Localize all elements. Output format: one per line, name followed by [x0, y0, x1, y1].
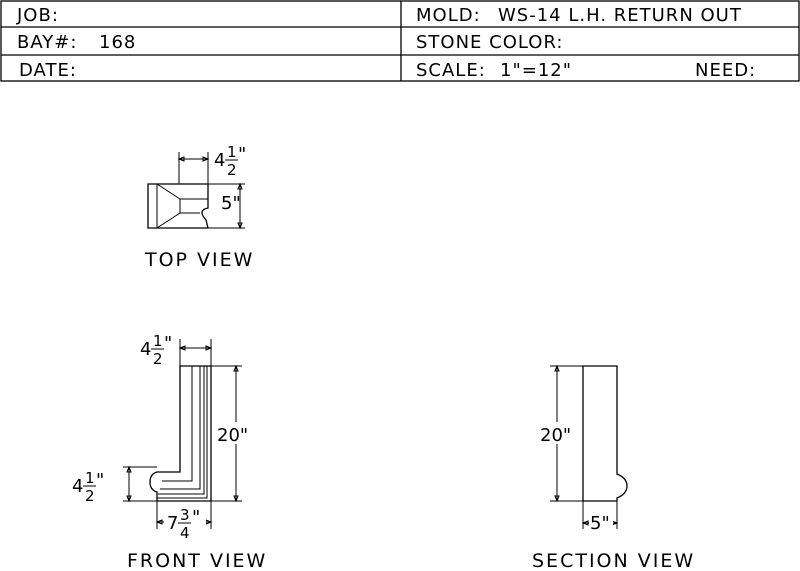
title-block: JOB: BAY#: 168 DATE: MOLD: WS-14 L.H. RE…	[0, 0, 800, 82]
mold-label: MOLD:	[416, 5, 481, 26]
top-dim-arrows-depth	[237, 182, 243, 230]
front-view-inner-3	[158, 366, 205, 495]
top-dim-depth: 5"	[221, 193, 241, 214]
front-dim-height-mask	[214, 422, 254, 444]
front-view-outline	[149, 365, 212, 502]
section-view: 20" 5" SECTION VIEW	[532, 364, 695, 571]
scale-label: SCALE:	[416, 60, 486, 81]
top-dim-arrows-width	[177, 156, 210, 162]
section-dim-height-arrows	[554, 364, 560, 503]
front-view-inner-2	[160, 366, 201, 490]
front-dim-top-whole: 4	[140, 339, 151, 360]
section-dim-height-mask	[538, 422, 578, 444]
stone-color-label: STONE COLOR:	[416, 32, 563, 53]
front-dim-base-num: 1	[85, 469, 95, 487]
top-view-outline	[147, 183, 209, 229]
front-dim-height: 20"	[217, 425, 248, 446]
top-view-bevel	[156, 183, 181, 229]
top-view-label: TOP VIEW	[144, 249, 254, 271]
section-dim-width-mask	[589, 512, 613, 530]
scale-value: 1"=12"	[500, 60, 572, 81]
front-dim-height-arrows	[233, 364, 239, 503]
front-dim-base-unit: "	[96, 470, 104, 491]
bay-value: 168	[99, 32, 136, 53]
date-label: DATE:	[19, 60, 77, 81]
front-dim-bottom-unit: "	[192, 507, 200, 528]
top-dim-width-num: 1	[227, 143, 237, 161]
front-dim-base-arrows	[126, 465, 132, 503]
front-dim-top-arrows	[178, 345, 213, 351]
section-dim-height: 20"	[540, 425, 571, 446]
front-dim-top-num: 1	[153, 332, 163, 350]
front-view-inner-4	[157, 366, 208, 499]
front-dim-bottom-whole: 7	[167, 513, 178, 534]
job-label: JOB:	[16, 5, 59, 26]
title-block-border	[0, 0, 800, 82]
top-dim-width-den: 2	[227, 161, 237, 179]
front-dim-bottom-mask	[164, 506, 206, 532]
top-dim-width-whole: 4	[214, 150, 225, 171]
front-view-inner-1	[162, 366, 193, 482]
need-label: NEED:	[695, 60, 756, 81]
front-dim-top-den: 2	[153, 350, 163, 368]
top-view: 4 1 2 " 5" TOP VIEW	[144, 143, 254, 271]
front-dim-bottom-den: 4	[180, 524, 190, 542]
section-view-label: SECTION VIEW	[532, 550, 695, 571]
front-dim-bottom-num: 3	[180, 506, 190, 524]
top-dim-width-unit: "	[238, 144, 246, 165]
front-dim-top-unit: "	[164, 333, 172, 354]
section-dim-width: 5"	[590, 513, 610, 534]
bay-label: BAY#:	[17, 32, 77, 53]
mold-value: WS-14 L.H. RETURN OUT	[498, 5, 742, 26]
front-dim-base-whole: 4	[72, 476, 83, 497]
front-view: 4 1 2 " 20" 4 1 2 " 7 3 4 " FRONT VIEW	[72, 332, 267, 571]
front-view-label: FRONT VIEW	[127, 550, 267, 571]
front-dim-base-den: 2	[85, 487, 95, 505]
section-view-outline	[582, 365, 628, 502]
